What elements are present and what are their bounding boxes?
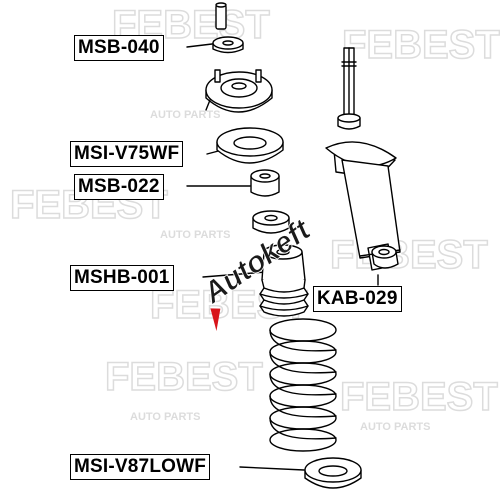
- part-label-msb-022: MSB-022: [74, 174, 164, 200]
- watermark-brand: FEBEST: [330, 233, 488, 277]
- watermark-sub: AUTO PARTS: [150, 109, 221, 121]
- part-mshb-001-drawing: [259, 244, 309, 317]
- watermark-sub: AUTO PARTS: [160, 229, 231, 241]
- part-label-msb-040: MSB-040: [74, 35, 164, 61]
- part-label-msi-v75wf: MSI-V75WF: [70, 141, 184, 167]
- stamp-red-accent: [210, 308, 221, 331]
- part-msi-v75wf-drawing: [216, 127, 284, 164]
- part-kab-029-drawing: [371, 245, 399, 269]
- part-label-mshb-001: MSHB-001: [70, 265, 174, 291]
- part-label-msi-v87lowf: MSI-V87LOWF: [70, 454, 211, 480]
- part-msi-v87lowf-drawing: [304, 457, 362, 489]
- watermark-sub: AUTO PARTS: [130, 411, 201, 423]
- strut-mount-drawing: [205, 69, 273, 113]
- coil-spring-drawing: [269, 318, 337, 452]
- bump-cap-drawing: [252, 210, 290, 234]
- part-msb-040-drawing: [212, 2, 244, 54]
- watermark-brand: FEBEST: [340, 375, 498, 419]
- watermark-brand: FEBEST: [105, 355, 263, 399]
- part-label-kab-029: KAB-029: [313, 286, 402, 312]
- part-msb-022-drawing: [250, 169, 280, 197]
- watermark-sub: AUTO PARTS: [360, 421, 431, 433]
- watermark-brand: FEBEST: [342, 23, 500, 67]
